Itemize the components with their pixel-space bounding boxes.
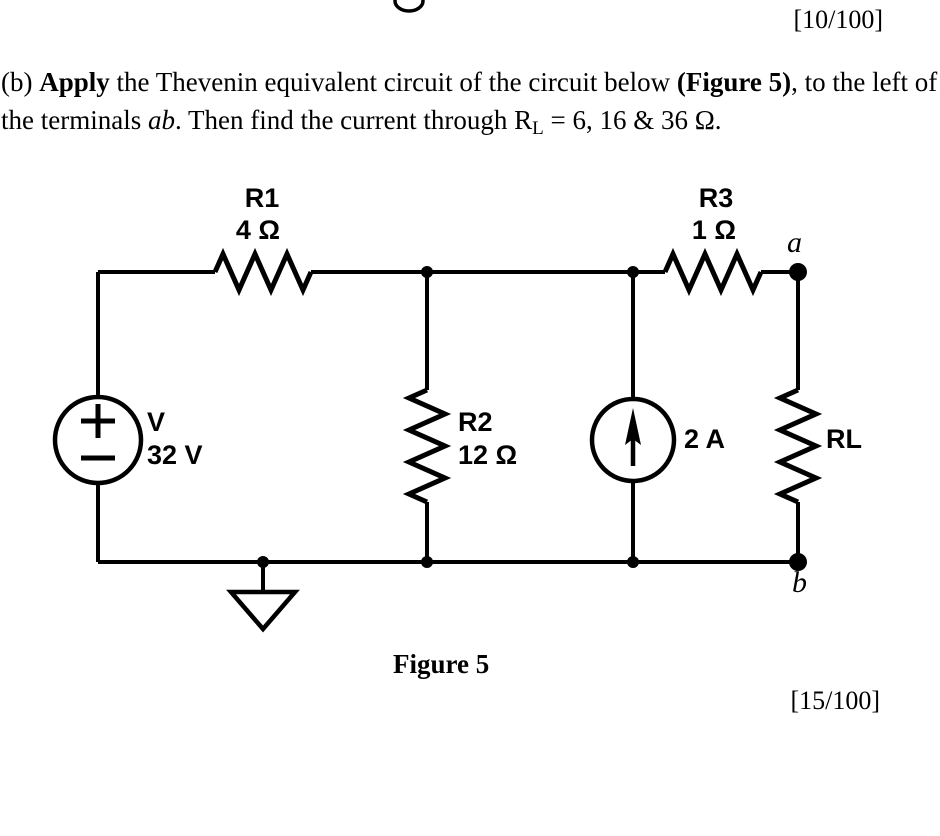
figure-caption: Figure 5 <box>393 649 490 679</box>
terminal-a-label: a <box>787 226 802 259</box>
junction-dot <box>421 266 433 278</box>
question-seg: . Then find the current through R <box>174 105 533 135</box>
resistor-r2 <box>402 387 452 505</box>
voltage-source-label: V <box>147 407 166 437</box>
r2-value: 12 Ω <box>458 440 518 470</box>
rl-label: RL <box>826 424 862 454</box>
junction-dot <box>257 556 269 568</box>
cropped-text-remnant <box>393 0 425 13</box>
plus-sign <box>81 404 115 438</box>
r3-value: 1 Ω <box>691 215 737 245</box>
question-seg-bold: (Figure 5) <box>676 67 792 97</box>
marks-top: [10/100] <box>793 5 883 34</box>
terminal-a-dot <box>789 263 807 281</box>
circuit-wires <box>96 270 800 591</box>
junction-dot <box>627 266 639 278</box>
current-arrow-head <box>625 408 641 445</box>
resistor-r1 <box>212 247 314 297</box>
question-seg-italic: ab <box>147 105 175 135</box>
question-line-2: the terminals ab. Then find the current … <box>1 101 931 139</box>
terminal-b-dot <box>789 553 807 571</box>
question-seg: = 6, 16 & 36 Ω. <box>543 105 722 135</box>
r2-label: R2 <box>458 407 493 437</box>
junction-dot <box>421 556 433 568</box>
voltage-source-circle <box>52 394 144 486</box>
terminal-b-label: b <box>792 566 807 599</box>
r1-label: R1 <box>244 183 280 213</box>
r3-label: R3 <box>698 183 734 213</box>
question-line-1: (b) Apply the Thevenin equivalent circui… <box>1 63 937 101</box>
question-text: (b) Apply the Thevenin equivalent circui… <box>1 63 937 139</box>
resistor-r3 <box>662 247 764 297</box>
junction-dot <box>627 556 639 568</box>
question-seg: (b) <box>1 67 40 97</box>
question-seg-bold: Apply <box>39 67 110 97</box>
r1-value: 4 Ω <box>235 215 281 245</box>
current-source-value: 2 A <box>684 424 726 454</box>
marks-bottom: [15/100] <box>790 686 880 715</box>
subscript-L: L <box>532 118 544 139</box>
current-source-circle <box>589 396 677 484</box>
resistor-rl <box>773 387 823 505</box>
voltage-source-value: 32 V <box>147 440 203 470</box>
question-seg: the Thevenin equivalent circuit of the c… <box>109 67 677 97</box>
question-seg: the terminals <box>1 105 148 135</box>
ground-icon <box>226 589 300 633</box>
question-seg: , to the left of <box>791 67 938 97</box>
